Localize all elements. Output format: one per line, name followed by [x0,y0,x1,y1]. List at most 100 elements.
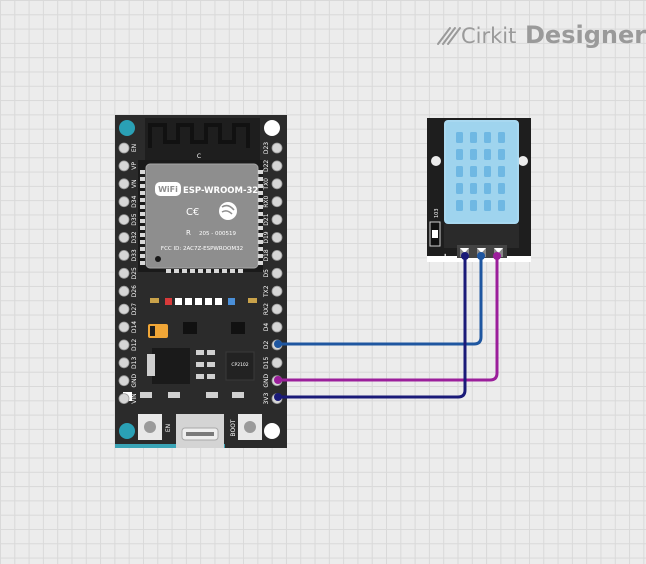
pin-label: VN [131,180,138,189]
pin-right-d21[interactable]: D21 [263,213,283,226]
wire-endpoint-gnd[interactable] [274,376,282,384]
wifi-logo [155,182,181,196]
pin-label: RX2 [263,303,270,315]
pin-left-d13[interactable]: D13 [118,356,138,369]
pin-left-vp[interactable]: VP [118,160,138,172]
mount-hole [119,120,135,136]
ce-mark: C€ [186,207,199,218]
pin-right-d19[interactable]: D19 [263,231,283,244]
pin-label: D23 [263,142,270,154]
module-pad [198,269,203,273]
module-pads [140,170,263,273]
module-pad [258,184,263,188]
pin-left-vin[interactable]: VIN [118,393,138,405]
dht-pin-plus-label: + [441,252,449,263]
wire-d2-data[interactable] [278,256,483,346]
pin-right-d5[interactable]: D5 [263,267,283,279]
module-pad [140,226,145,230]
antenna-area: C [145,118,260,160]
wire-gnd[interactable] [278,256,499,382]
pin-label: D14 [131,321,138,333]
pin-left-d26[interactable]: D26 [118,285,138,297]
pin-label: VP [131,162,138,170]
module-pad [258,191,263,195]
pin-label: 3V3 [263,393,270,405]
vent-slot [456,132,463,143]
module-pad [258,219,263,223]
pin-label: D21 [263,213,270,225]
esp32-board[interactable]: C WiFi ESP-WROOM-32 C€ R 205 - 000519 FC… [115,115,287,448]
pin-left-d25[interactable]: D25 [118,267,138,279]
mount-hole [264,423,280,439]
vent-slot [470,166,477,177]
vent-slot [484,200,491,211]
regulator [152,348,190,384]
pin-left-d35[interactable]: D35 [118,213,138,226]
pin-left-en[interactable]: EN [118,142,138,154]
module-pad [140,219,145,223]
wire-endpoint-3v3[interactable] [274,393,282,401]
dht-mount-hole [518,156,528,166]
pin-left-d32[interactable]: D32 [118,231,138,244]
module-pad [230,269,235,273]
micro-usb-port[interactable] [176,414,224,448]
module-pad [258,205,263,209]
module-pad [258,198,263,202]
wire-endpoint-dht-plus[interactable] [461,252,469,260]
module-pad [140,254,145,258]
brand-logo: Cirkit Designer [437,21,646,49]
vent-slot [456,200,463,211]
pin-right-d4[interactable]: D4 [263,321,283,333]
en-button[interactable]: EN [138,414,172,440]
module-pad [174,269,179,273]
module-pad [258,247,263,251]
wire-endpoint-dht-data[interactable] [477,252,485,260]
pin-left-d27[interactable]: D27 [118,303,138,315]
pin-label: D5 [263,269,270,278]
cirkit-logo-icon [437,27,461,45]
dht11-sensor[interactable]: 103 + - [427,118,531,263]
pin-label: D13 [131,356,138,368]
module-pad [206,269,211,273]
pin-right-rx2[interactable]: RX2 [263,303,283,315]
pin-left-vn[interactable]: VN [118,178,138,190]
pin-right-tx0[interactable]: TX0 [263,178,283,191]
dht-resistor-label: 103 [434,208,440,218]
module-pad [258,226,263,230]
pin-right-d23[interactable]: D23 [263,142,283,154]
module-pad [140,240,145,244]
pin-left-gnd[interactable]: GND [118,373,138,388]
module-pad [214,269,219,273]
wire-endpoint-d2[interactable] [274,340,282,348]
wires [274,252,501,401]
module-pad [258,254,263,258]
pin-label: VIN [131,393,138,403]
pin-label: EN [131,144,138,152]
pin-left-d34[interactable]: D34 [118,195,138,208]
pin-label: D15 [263,356,270,368]
pin-right-d22[interactable]: D22 [263,160,283,172]
module-pad [258,261,263,265]
pin-right-tx2[interactable]: TX2 [263,285,283,298]
pin-right-d15[interactable]: D15 [263,356,283,369]
pin-left-d12[interactable]: D12 [118,339,138,351]
svg-text:CP2102: CP2102 [231,362,248,368]
smd-components: CP2102 [123,298,257,401]
module-pad [140,261,145,265]
boot-button[interactable]: BOOT [230,414,262,440]
module-pad [190,269,195,273]
pin-label: RX0 [263,195,270,207]
pin-left-d14[interactable]: D14 [118,321,138,333]
pin-right-d18[interactable]: D18 [263,249,283,262]
r-mark: R [186,229,191,237]
usb-uart-chip [225,351,255,381]
module-pad [140,212,145,216]
pin-left-d33[interactable]: D33 [118,249,138,262]
vent-slot [470,200,477,211]
wire-3v3[interactable] [278,256,467,399]
pin-label: D18 [263,249,270,261]
pin-right-rx0[interactable]: RX0 [263,195,283,208]
brand-name-part1: Cirkit [461,24,516,48]
pin-label: D19 [263,231,270,243]
wire-endpoint-dht-minus[interactable] [493,252,501,260]
